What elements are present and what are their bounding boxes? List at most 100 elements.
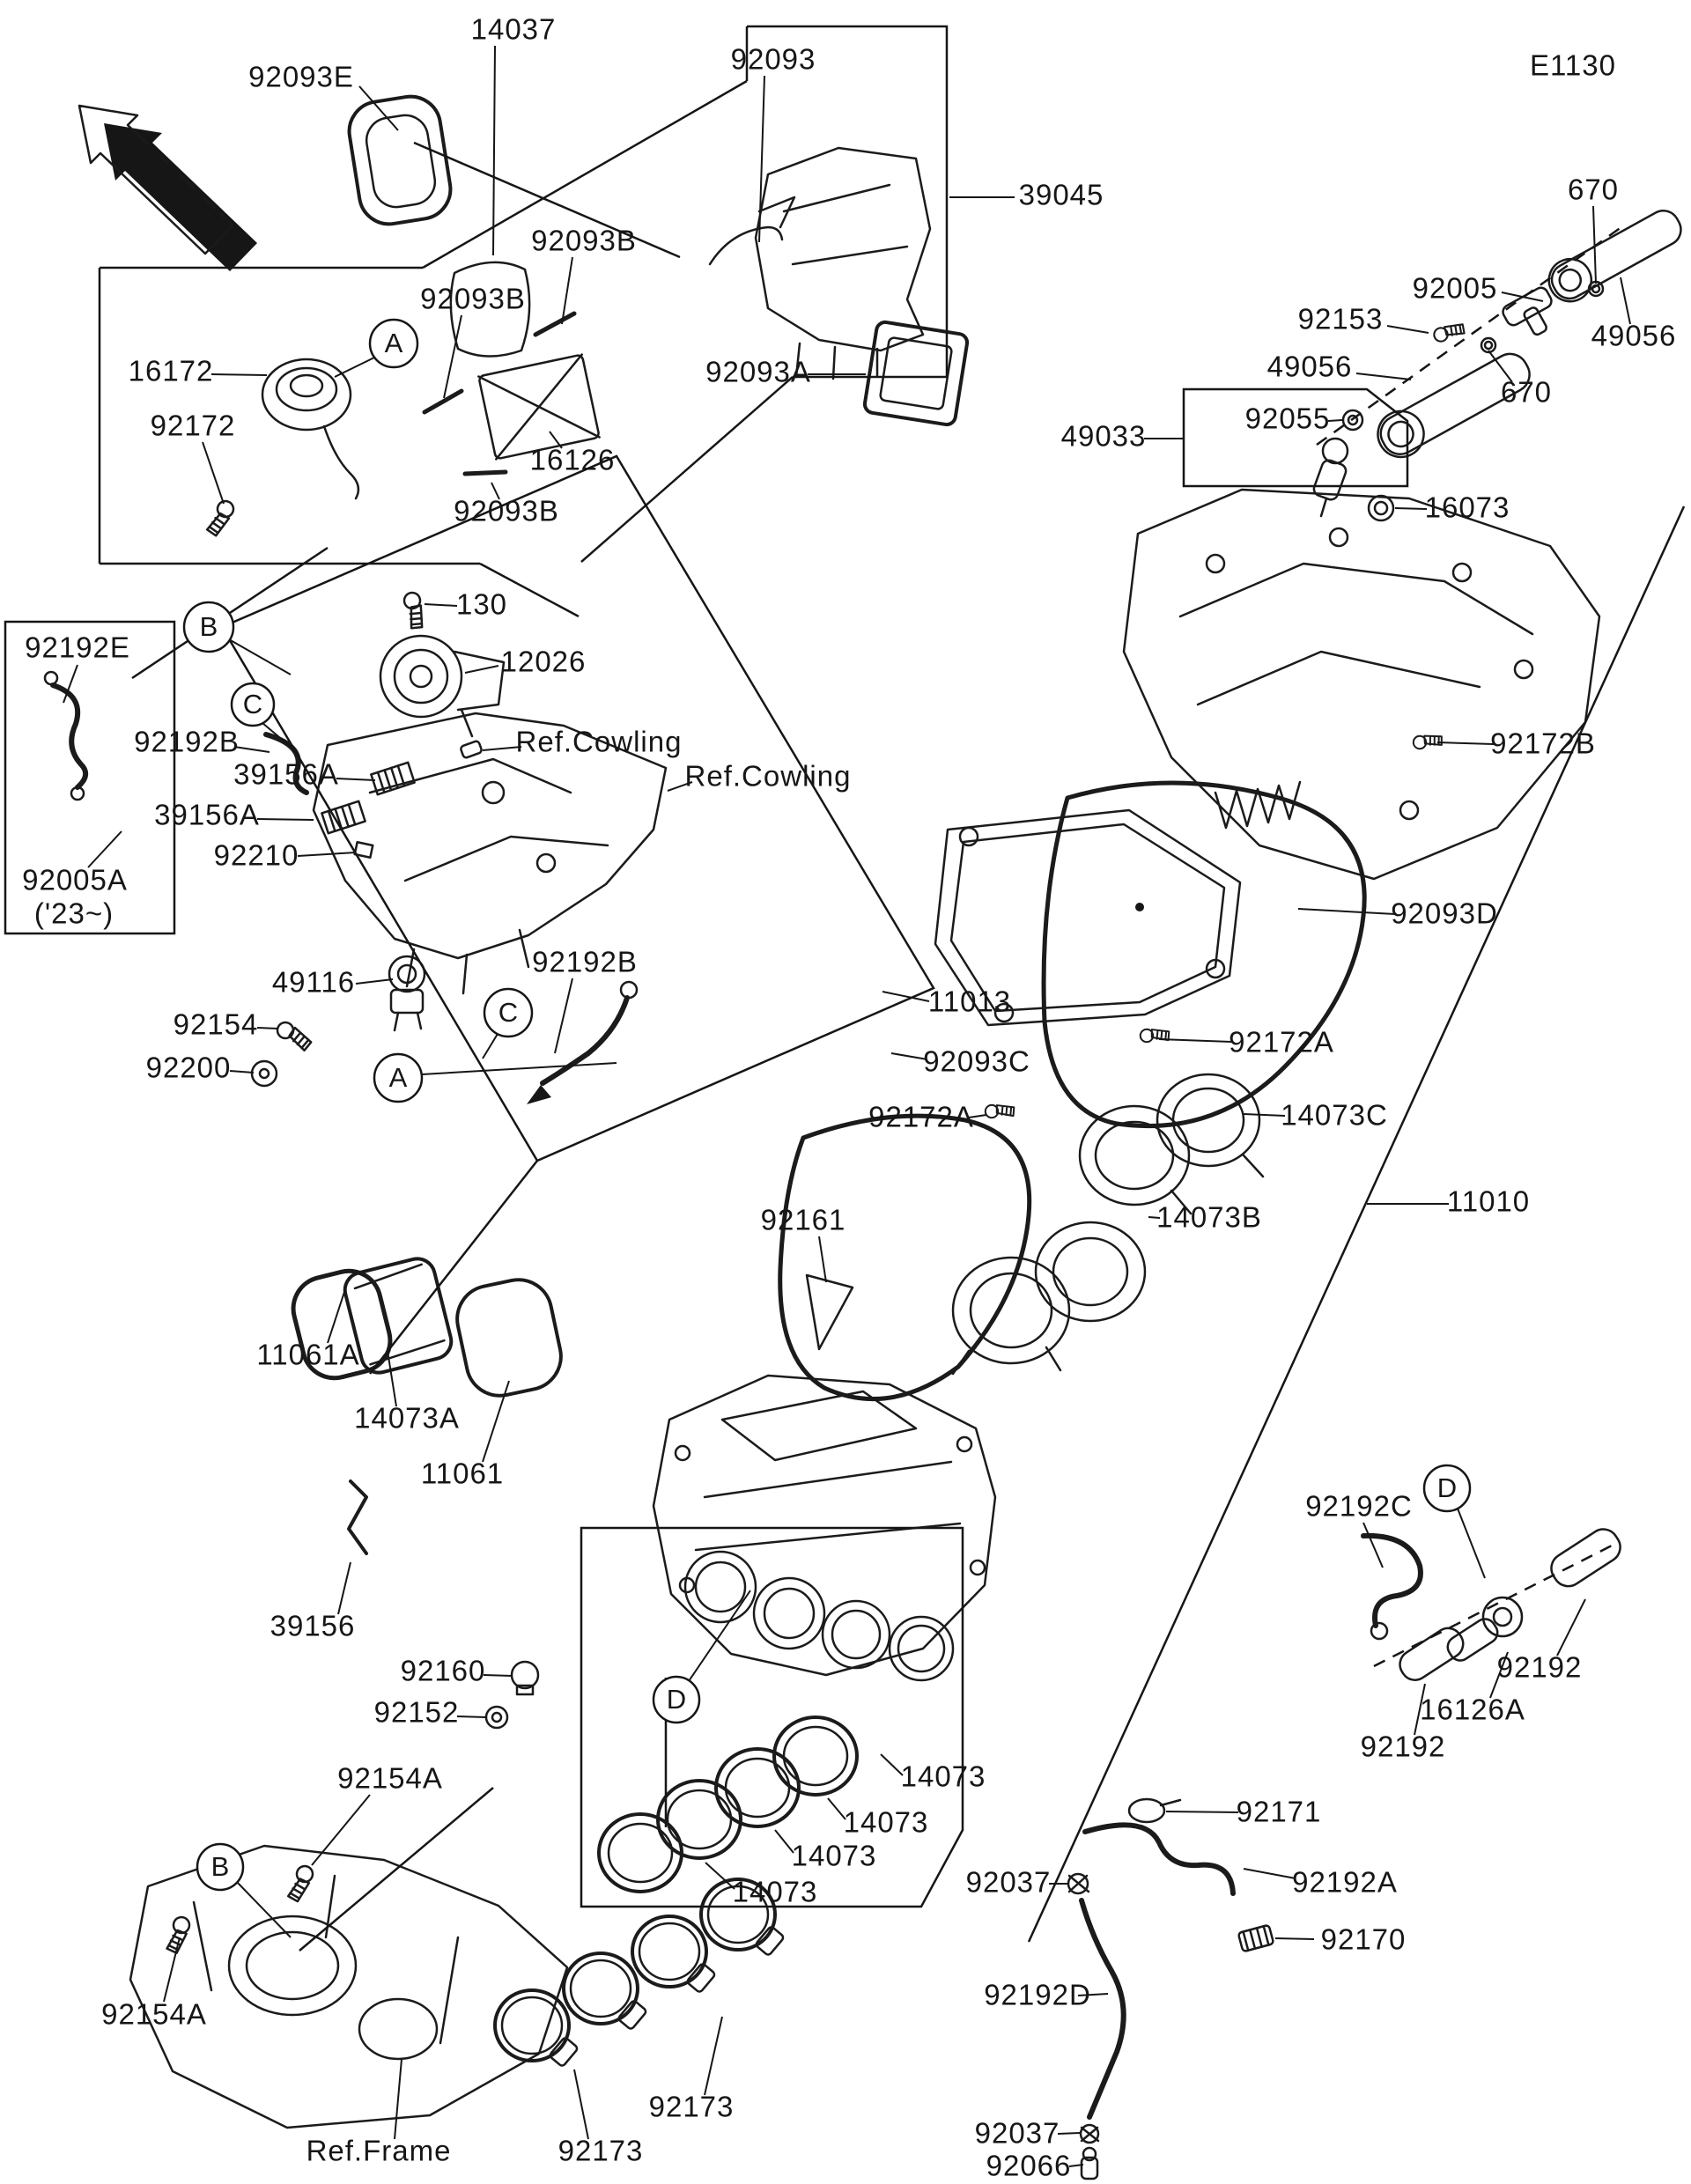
- structure-line: [1373, 1541, 1618, 1668]
- leader-line: [387, 1350, 397, 1407]
- clip-92210-part: [353, 841, 374, 859]
- part-label-92037: 92037: [966, 1866, 1052, 1899]
- leader-line: [1501, 291, 1544, 302]
- part-label-92093a: 92093A: [705, 356, 811, 388]
- gasket-92093a-part: [862, 320, 970, 427]
- leader-line: [355, 978, 394, 985]
- leader-line: [573, 2069, 589, 2140]
- part-labels: 92093E140379209339045E113067092005921534…: [22, 13, 1677, 2182]
- callout-letter-c: C: [243, 689, 262, 719]
- leader-line: [1414, 1683, 1426, 1736]
- air-cleaner-housing-part: [652, 1374, 997, 1682]
- leader-line: [705, 1862, 735, 1890]
- leader-line: [1556, 1598, 1586, 1656]
- part-label-16126a: 16126A: [1420, 1693, 1525, 1726]
- injector-49033-part: [1312, 437, 1349, 518]
- leader-line: [1394, 507, 1428, 510]
- damper-39156-part: [347, 1479, 368, 1555]
- part-label-92005a: 92005A: [22, 864, 128, 896]
- leader-line: [1297, 908, 1396, 915]
- leader-line: [491, 482, 500, 500]
- screw-92154-part: [273, 1018, 315, 1053]
- leader-line: [1488, 350, 1513, 383]
- part-label-92093b: 92093B: [454, 495, 559, 528]
- leader-line: [492, 45, 496, 256]
- hose-92192e-part: [43, 670, 89, 801]
- leader-line: [233, 746, 270, 753]
- part-label-92093c: 92093C: [923, 1045, 1030, 1078]
- leader-line: [483, 1674, 513, 1677]
- ring-670-part-bottom: [1480, 336, 1497, 354]
- part-label-e1130: E1130: [1530, 49, 1616, 82]
- filter-16126-part: [477, 353, 601, 461]
- leader-line: [774, 1829, 794, 1854]
- callout-leader: [688, 1590, 751, 1682]
- duct-14073a-part: [343, 1257, 454, 1375]
- leader-line: [424, 603, 458, 607]
- fuel-rail-49056-right: [1547, 210, 1682, 303]
- part-label-92173: 92173: [558, 2135, 644, 2167]
- leader-line: [297, 852, 357, 857]
- grommet-92152-part: [484, 1705, 509, 1730]
- tube-92192-part-left: [1399, 1627, 1465, 1681]
- part-label-92192d: 92192D: [984, 1979, 1091, 2011]
- part-label-49056: 49056: [1267, 350, 1353, 383]
- part-label-16073: 16073: [1425, 491, 1510, 524]
- clamp-92171-part: [1127, 1797, 1182, 1824]
- part-label-92192c: 92192C: [1305, 1490, 1413, 1523]
- leader-line: [63, 664, 78, 704]
- screw-92172-part: [205, 497, 238, 540]
- leader-line: [1243, 1868, 1296, 1879]
- part-label-49056: 49056: [1591, 320, 1677, 352]
- front-arrow-label: FRONT: [128, 137, 264, 269]
- part-label-11010: 11010: [1447, 1185, 1530, 1218]
- part-label-92172: 92172: [151, 410, 236, 442]
- leader-line: [758, 75, 765, 243]
- callout-leader: [235, 1880, 292, 1938]
- washer-92055-part: [1341, 409, 1364, 432]
- part-label-130: 130: [456, 588, 507, 621]
- part-label-92192: 92192: [1361, 1730, 1446, 1763]
- part-label-12026: 12026: [501, 646, 587, 678]
- leader-line: [229, 1070, 255, 1074]
- part-label-11061: 11061: [421, 1457, 504, 1490]
- leader-line: [827, 1797, 846, 1820]
- plug-92066-part: [1080, 2146, 1099, 2180]
- structure-line: [413, 141, 681, 259]
- part-label-ref.cowling: Ref.Cowling: [685, 760, 852, 793]
- leader-line: [482, 746, 522, 751]
- leader-line: [704, 2016, 723, 2096]
- funnel-rings-14073-parts: [597, 1715, 859, 1893]
- part-label-92200: 92200: [146, 1051, 232, 1084]
- part-label-49033: 49033: [1061, 420, 1147, 453]
- box-92055: [1182, 387, 1409, 488]
- part-label-39045: 39045: [1019, 179, 1104, 211]
- valve-16126a-part: [1446, 1596, 1524, 1662]
- part-label-14073: 14073: [792, 1840, 877, 1872]
- part-label-92192b: 92192B: [532, 946, 638, 978]
- clamp-92037-part-1: [1067, 1872, 1090, 1895]
- screw-92153-part: [1431, 319, 1467, 344]
- part-label-92173: 92173: [649, 2091, 735, 2123]
- structure-line: [299, 1787, 494, 1952]
- part-label-11013: 11013: [928, 985, 1011, 1018]
- callout-letter-d: D: [667, 1684, 686, 1715]
- rods-92093b-parts: [422, 311, 577, 476]
- part-label-92005: 92005: [1413, 272, 1498, 305]
- callout-leader: [262, 722, 292, 748]
- damper-92160-part: [510, 1660, 540, 1696]
- part-label-16172: 16172: [129, 355, 214, 387]
- part-label-ref.cowling: Ref.Cowling: [516, 726, 683, 758]
- part-label-92170: 92170: [1321, 1923, 1407, 1956]
- clamp-92037-part-2: [1079, 2123, 1100, 2144]
- part-label-92172b: 92172B: [1490, 727, 1596, 760]
- screw-130-part: [401, 589, 429, 631]
- part-label-92154: 92154: [174, 1008, 259, 1041]
- screw-92172b-part: [1411, 731, 1444, 751]
- leader-line: [337, 1561, 351, 1615]
- leader-line: [667, 781, 693, 792]
- leader-line: [358, 85, 399, 131]
- washer-92200-part: [250, 1059, 278, 1088]
- seal-92093e-part: [347, 94, 453, 226]
